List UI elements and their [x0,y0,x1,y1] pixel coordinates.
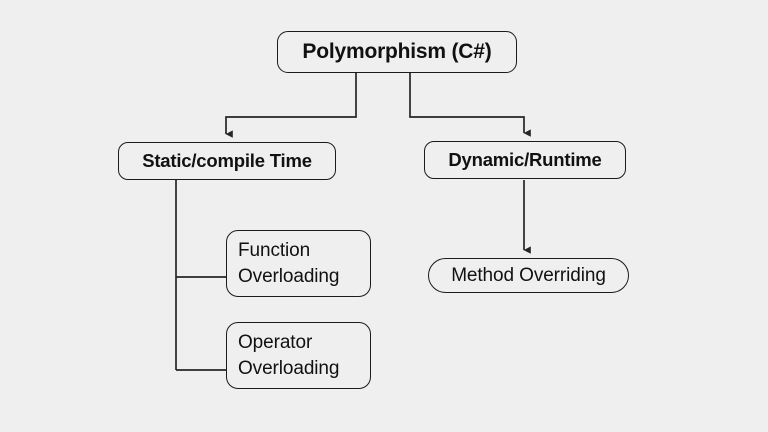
node-operator-overloading[interactable]: Operator Overloading [226,322,371,389]
node-method-overriding[interactable]: Method Overriding [428,258,629,293]
node-label: Polymorphism (C#) [302,40,492,63]
node-label: Static/compile Time [142,150,312,171]
node-static-compile-time[interactable]: Static/compile Time [118,142,336,180]
node-function-overloading[interactable]: Function Overloading [226,230,371,297]
edge-root-to-dynamic [409,73,531,137]
node-label: Function Overloading [238,240,340,287]
node-polymorphism-root[interactable]: Polymorphism (C#) [277,31,517,73]
node-label: Operator Overloading [238,332,340,379]
edge-root-to-static [225,73,357,138]
node-label: Method Overriding [451,264,606,286]
node-label: Dynamic/Runtime [448,149,602,170]
node-dynamic-runtime[interactable]: Dynamic/Runtime [424,141,626,179]
